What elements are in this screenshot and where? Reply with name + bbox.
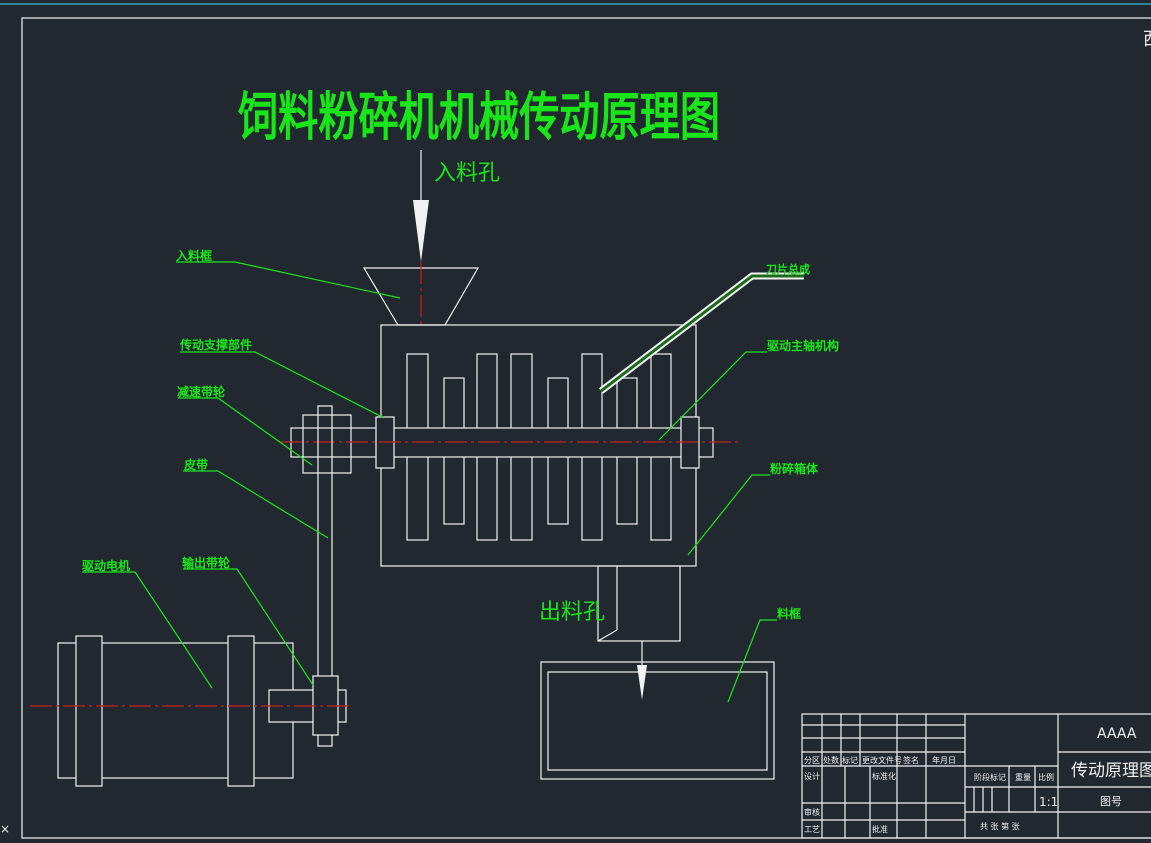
tb-drawing-no-label: 图号	[1100, 795, 1122, 808]
inlet-frame-label: 入料框	[176, 248, 212, 263]
drive-motor-label: 驱动电机	[82, 558, 130, 573]
drawing-title: 饲料粉碎机机械传动原理图	[238, 88, 720, 148]
title-block	[801, 713, 1151, 839]
drawing-frame	[21, 17, 1151, 839]
tb-header-3: 更改文件号	[862, 755, 902, 765]
main-shaft-label: 驱动主轴机构	[767, 338, 839, 353]
tb-scale-value: 1:1	[1039, 795, 1058, 809]
tb-header-1: 处数	[823, 755, 839, 765]
output-pulley-label: 输出带轮	[182, 555, 231, 570]
tb-stage-mark: 阶段标记	[974, 772, 1006, 782]
tb-process: 工艺	[804, 825, 820, 834]
inlet-hole-label: 入料孔	[434, 161, 500, 186]
tb-sheets: 共 张 第 张	[980, 821, 1020, 831]
material-tray-outer	[540, 661, 775, 780]
drive-belt	[317, 405, 333, 747]
tb-header-0: 分区	[804, 756, 820, 765]
tb-drawing-code: AAAA	[1097, 726, 1137, 742]
material-tray-inner	[547, 671, 768, 771]
tb-approve: 批准	[872, 824, 888, 834]
tb-scale: 比例	[1038, 772, 1054, 782]
crushing-body-label: 粉碎箱体	[770, 461, 819, 476]
tb-header-4: 签名	[903, 755, 919, 765]
inlet-arrow	[413, 150, 429, 262]
outlet-chute-corner	[597, 629, 618, 642]
drive-motor	[57, 635, 347, 787]
tb-design: 设计	[804, 771, 820, 781]
drive-support-label: 传动支撑部件	[179, 337, 252, 352]
reduction-pulley-hub	[302, 414, 352, 474]
outlet-arrow	[637, 641, 647, 700]
tb-review: 审核	[804, 807, 820, 817]
blade-label: 刀片总成	[766, 262, 810, 276]
tb-drawing-name: 传动原理图	[1071, 761, 1151, 781]
material-frame-label: 料框	[777, 606, 801, 621]
ucs-icon: ×	[0, 822, 10, 836]
reduction-pulley-label: 减速带轮	[177, 384, 226, 399]
corner-text: 西	[1143, 29, 1151, 50]
outlet-chute	[597, 565, 681, 642]
tb-header-2: 标记	[842, 755, 858, 765]
blade-pointer	[598, 272, 804, 394]
belt-label: 皮带	[183, 457, 208, 472]
leader-lines	[82, 261, 777, 703]
tb-weight: 重量	[1015, 772, 1031, 782]
outlet-hole-label: 出料孔	[539, 600, 605, 625]
tb-standardize: 标准化	[872, 771, 896, 781]
tb-header-5: 年月日	[932, 755, 956, 765]
